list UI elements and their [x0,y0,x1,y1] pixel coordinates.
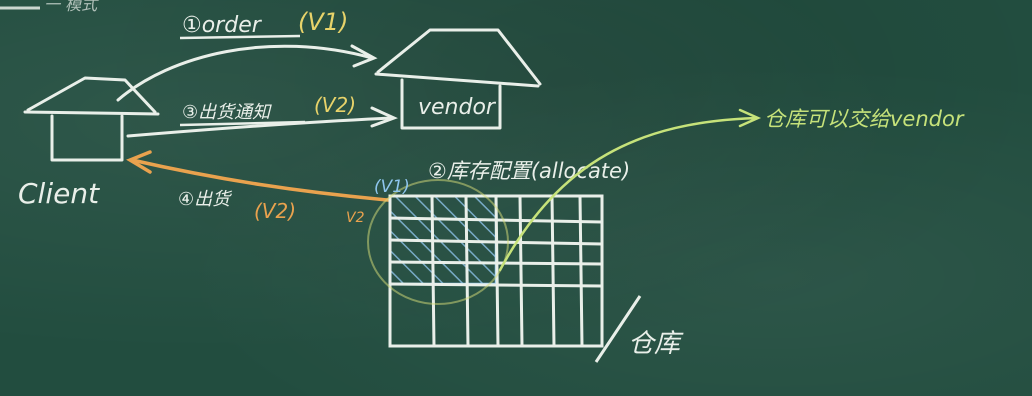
ship-notice-arrow [126,106,398,138]
ship-version: (V2) [254,199,296,223]
warehouse-label: 仓库 [628,329,684,359]
order-version: (V1) [298,8,348,36]
allocation-circle [367,179,509,305]
vendor-note: 仓库可以交给vendor [764,107,965,131]
ship-notice-label: ③出货通知 [182,102,272,123]
vendor-label: vendor [418,95,497,120]
header-mark: 一 模式 [0,0,99,14]
order-underline [179,34,301,40]
ship-marker: V2 [346,210,365,226]
order-arrow [116,44,378,102]
client-label: Client [18,177,100,210]
ship-label: ④出货 [178,189,233,210]
ship-arrow [126,150,390,202]
warehouse-grid [367,179,642,363]
allocate-label: ②库存配置(allocate) [428,159,630,183]
warehouse-slash [594,295,642,363]
order-label: ①order [182,13,263,38]
vendor-note-arrow [498,108,762,272]
vendor-house-icon [374,28,542,130]
header-mark-text: 一 模式 [44,0,99,14]
grid-tag: (V1) [374,177,410,197]
client-house-icon [23,76,160,162]
ship-notice-version: (V2) [314,93,356,117]
ship-notice-underline [179,120,306,127]
